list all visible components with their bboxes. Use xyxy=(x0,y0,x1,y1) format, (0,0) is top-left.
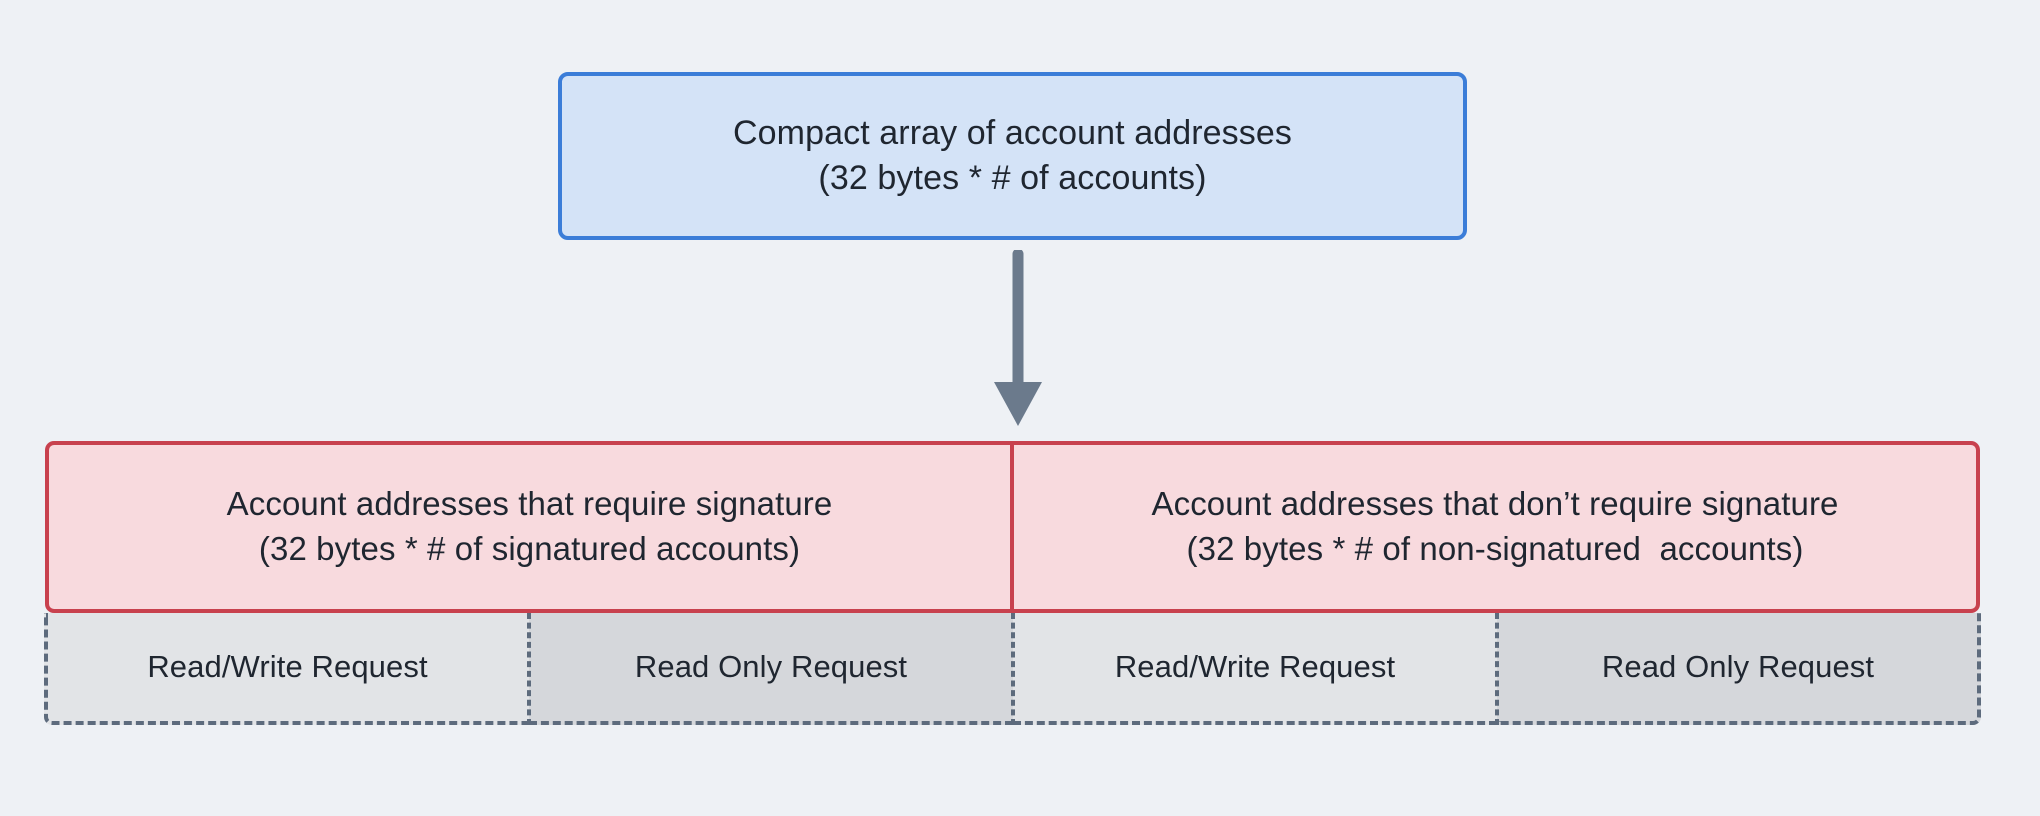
connector-arrow xyxy=(988,248,1048,430)
request-cell-unsigned-readwrite[interactable]: Read/Write Request xyxy=(1013,613,1497,725)
request-cell-signed-readwrite[interactable]: Read/Write Request xyxy=(44,613,529,725)
request-cell-unsigned-readonly[interactable]: Read Only Request xyxy=(1497,613,1981,725)
request-cell-signed-readonly[interactable]: Read Only Request xyxy=(529,613,1013,725)
down-arrow-icon xyxy=(994,248,1042,426)
signature-required-line1: Account addresses that require signature xyxy=(226,485,833,523)
signature-not-required-line1: Account addresses that don’t require sig… xyxy=(1151,485,1839,523)
compact-array-node-line1: Compact array of account addresses xyxy=(732,114,1292,153)
compact-array-node-line2: (32 bytes * # of accounts) xyxy=(818,159,1207,197)
signature-groups-row: Account addresses that require signature… xyxy=(45,441,1980,613)
request-cells-row: Read/Write Request Read Only Request Rea… xyxy=(44,613,1981,725)
signature-not-required-line2: (32 bytes * # of non-signatured accounts… xyxy=(1186,530,1804,567)
signature-required-line2: (32 bytes * # of signatured accounts) xyxy=(258,530,801,567)
signature-required-node[interactable]: Account addresses that require signature… xyxy=(45,441,1012,613)
compact-array-node[interactable]: Compact array of account addresses (32 b… xyxy=(558,72,1467,240)
signature-not-required-node[interactable]: Account addresses that don’t require sig… xyxy=(1012,441,1980,613)
